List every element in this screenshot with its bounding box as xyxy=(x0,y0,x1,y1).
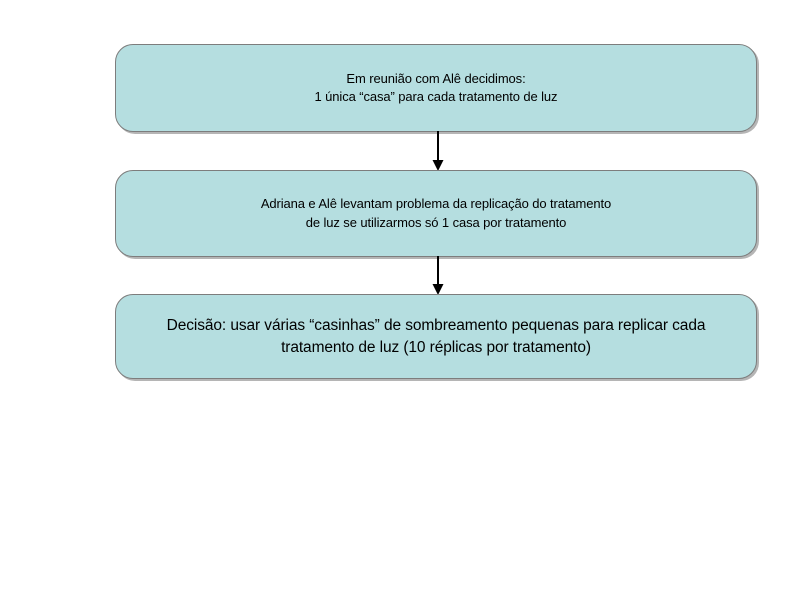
flowchart-node-2[interactable]: Adriana e Alê levantam problema da repli… xyxy=(115,170,757,257)
flowchart-node-3-label: Decisão: usar várias “casinhas” de sombr… xyxy=(166,317,706,356)
flowchart-node-1-label: Em reunião com Alê decidimos: 1 única “c… xyxy=(314,70,558,104)
flowchart-node-1[interactable]: Em reunião com Alê decidimos: 1 única “c… xyxy=(115,44,757,132)
flowchart-node-2-label: Adriana e Alê levantam problema da repli… xyxy=(260,196,612,230)
arrow-down-icon xyxy=(432,256,444,295)
flowchart-edge-2 xyxy=(428,256,448,296)
flowchart-edge-1 xyxy=(428,131,448,172)
arrow-down-icon xyxy=(432,131,444,171)
flowchart-node-3[interactable]: Decisão: usar várias “casinhas” de sombr… xyxy=(115,294,757,379)
